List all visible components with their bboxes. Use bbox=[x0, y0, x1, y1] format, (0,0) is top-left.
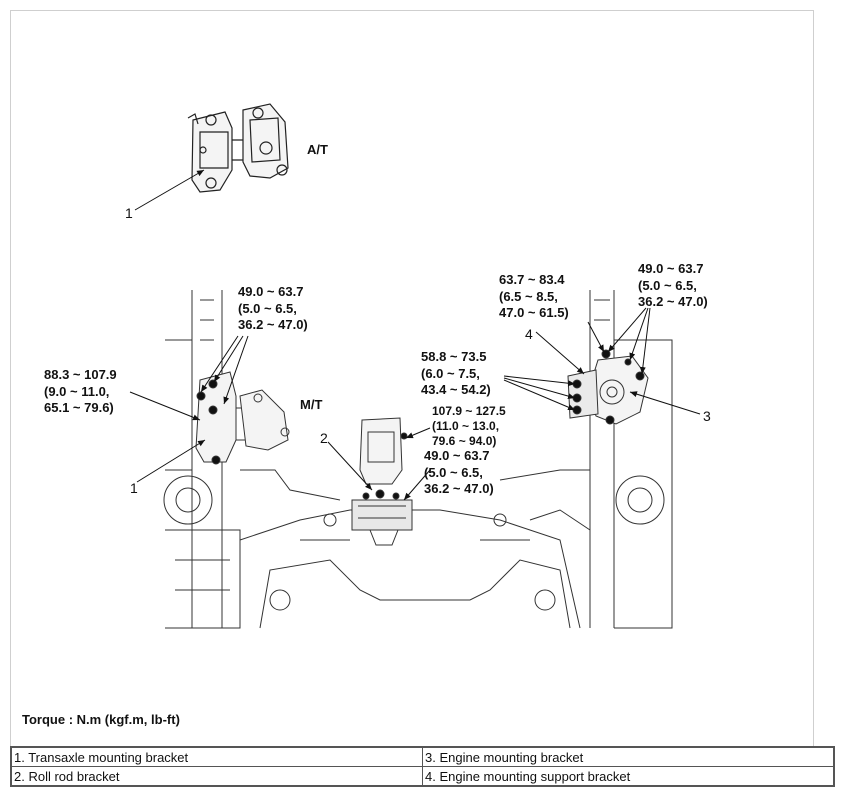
legend-item-2: 2. Roll rod bracket bbox=[10, 766, 423, 787]
torque-right-top: 49.0 ~ 63.7 (5.0 ~ 6.5, 36.2 ~ 47.0) bbox=[638, 261, 708, 309]
torque-center-a: 107.9 ~ 127.5 (11.0 ~ 13.0, 79.6 ~ 94.0) bbox=[432, 404, 506, 448]
torque-right-mid: 63.7 ~ 83.4 (6.5 ~ 8.5, 47.0 ~ 61.5) bbox=[499, 272, 569, 320]
legend-item-3: 3. Engine mounting bracket bbox=[422, 746, 835, 767]
torque-left-top: 49.0 ~ 63.7 (5.0 ~ 6.5, 36.2 ~ 47.0) bbox=[238, 284, 308, 332]
legend-row: 1. Transaxle mounting bracket 3. Engine … bbox=[10, 746, 835, 767]
center-subframe bbox=[239, 417, 581, 629]
engine-mount-diagram bbox=[129, 103, 701, 629]
at-label: A/T bbox=[307, 142, 328, 157]
callout-3: 3 bbox=[703, 408, 711, 424]
left-chassis bbox=[163, 290, 341, 629]
leader-lines bbox=[129, 169, 701, 501]
at-transaxle-bracket bbox=[187, 103, 289, 193]
diagram-frame bbox=[10, 10, 814, 746]
torque-unit-note: Torque : N.m (kgf.m, lb-ft) bbox=[22, 712, 180, 727]
torque-center-left: 58.8 ~ 73.5 (6.0 ~ 7.5, 43.4 ~ 54.2) bbox=[421, 349, 491, 397]
mt-label: M/T bbox=[300, 397, 323, 412]
callout-4: 4 bbox=[525, 326, 533, 342]
torque-center-b: 49.0 ~ 63.7 (5.0 ~ 6.5, 36.2 ~ 47.0) bbox=[424, 448, 494, 496]
callout-1-mid: 1 bbox=[130, 480, 138, 496]
legend-item-4: 4. Engine mounting support bracket bbox=[422, 766, 835, 787]
legend-item-1: 1. Transaxle mounting bracket bbox=[10, 746, 423, 767]
callout-1-top: 1 bbox=[125, 205, 133, 221]
torque-left-side: 88.3 ~ 107.9 (9.0 ~ 11.0, 65.1 ~ 79.6) bbox=[44, 367, 117, 415]
right-chassis bbox=[499, 290, 673, 629]
callout-2: 2 bbox=[320, 430, 328, 446]
legend-row: 2. Roll rod bracket 4. Engine mounting s… bbox=[10, 766, 835, 787]
parts-legend-table: 1. Transaxle mounting bracket 3. Engine … bbox=[10, 746, 835, 787]
